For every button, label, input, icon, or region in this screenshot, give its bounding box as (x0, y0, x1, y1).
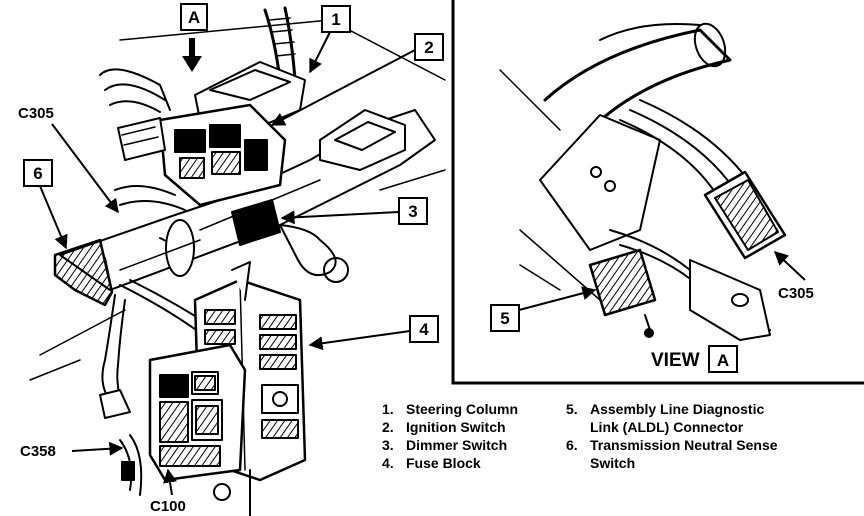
connector-c305-view: C305 (773, 251, 814, 302)
callout-5: 5 (490, 286, 597, 332)
legend-item-text: Steering Column (406, 401, 519, 417)
callout-3: 3 (280, 197, 428, 225)
callout-6-text: 6 (33, 164, 42, 183)
legend-item-text: Transmission Neutral Sense Switch (590, 437, 778, 471)
legend-item-number: 4. (382, 455, 394, 471)
c100-label: C100 (150, 498, 186, 515)
connector-c358: C358 (20, 441, 124, 460)
legend-item: 6. Transmission Neutral Sense Switch (566, 436, 778, 472)
view-a-label: VIEW A (651, 345, 738, 373)
connector-c305-main: C305 (18, 105, 119, 214)
legend-left: 1. Steering Column 2. Ignition Switch 3. Dimm… (382, 400, 518, 472)
legend-item-number: 1. (382, 401, 394, 417)
legend-item: 3. Dimmer Switch (382, 436, 518, 454)
callout-1-text: 1 (331, 10, 340, 29)
callout-3-text: 3 (408, 202, 417, 221)
callout-5-text: 5 (500, 309, 509, 328)
main-view-artwork (29, 6, 446, 516)
callout-a-text: A (188, 8, 200, 27)
legend-item-number: 2. (382, 419, 394, 435)
callout-2: 2 (270, 33, 444, 126)
callout-6: 6 (23, 159, 68, 250)
legend-item-number: 5. (566, 401, 578, 417)
legend-right: 5. Assembly Line Diagnostic Link (ALDL) C… (566, 400, 778, 472)
legend-item-text: Dimmer Switch (406, 437, 508, 453)
legend-item: 4. Fuse Block (382, 454, 518, 472)
legend-item-number: 3. (382, 437, 394, 453)
c358-label: C358 (20, 443, 56, 460)
callout-2-text: 2 (424, 38, 433, 57)
callout-a: A (180, 3, 208, 72)
legend-item-text: Ignition Switch (406, 419, 506, 435)
c305-view-label: C305 (778, 285, 814, 302)
callout-4-text: 4 (419, 320, 429, 339)
callout-4: 4 (308, 315, 439, 351)
callout-1: 1 (309, 5, 351, 74)
legend-item-number: 6. (566, 437, 578, 453)
legend-item-text: Fuse Block (406, 455, 481, 471)
legend-item: 2. Ignition Switch (382, 418, 518, 436)
view-a-panel (451, 0, 864, 385)
view-letter-text: A (717, 351, 729, 370)
legend-item: 1. Steering Column (382, 400, 518, 418)
legend-item: 5. Assembly Line Diagnostic Link (ALDL) C… (566, 400, 778, 436)
connector-c100: C100 (150, 468, 186, 515)
view-label-text: VIEW (651, 350, 700, 371)
c305-main-label: C305 (18, 105, 54, 122)
legend-item-text: Assembly Line Diagnostic Link (ALDL) Con… (590, 401, 765, 435)
